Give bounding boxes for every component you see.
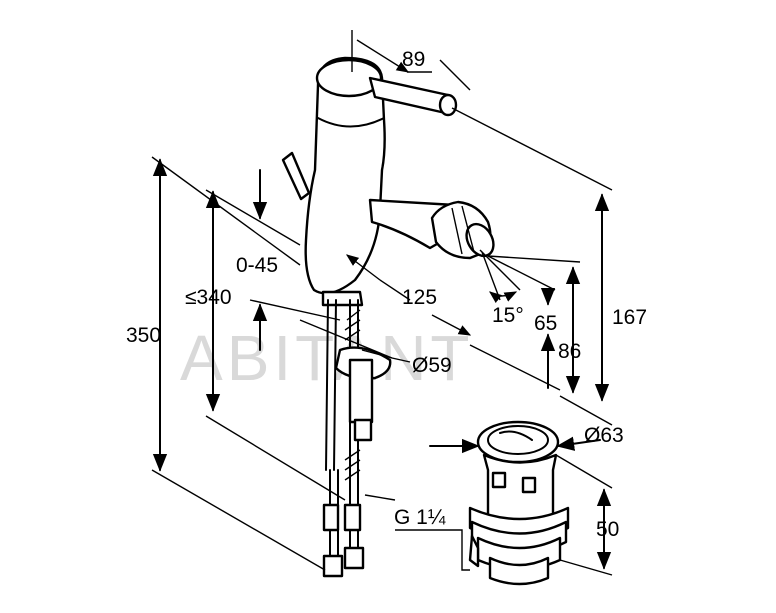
dim-g-thread: G 1¼: [394, 506, 446, 529]
dimension-labels: 89 0-45 ≤340 125 15° 65 167 350 86 Ø59 Ø…: [126, 48, 647, 541]
dim-350: 350: [126, 324, 161, 347]
mounting-stud: [353, 418, 373, 442]
faucet-body: [304, 56, 386, 295]
waste-body: [482, 453, 558, 524]
waste-slot-left: [491, 471, 507, 489]
hose-nut-right: [343, 546, 365, 570]
faucet-cap: [315, 58, 383, 98]
dim-diameter-63: Ø63: [584, 424, 624, 447]
dim-0-45: 0-45: [236, 254, 278, 277]
waste-flange: [476, 420, 560, 464]
dim-89: 89: [402, 48, 425, 71]
cap-ring: [317, 117, 385, 128]
waste-slot-right: [521, 476, 537, 494]
dim-65: 65: [534, 312, 557, 335]
popup-rod: [281, 151, 311, 201]
waste-nut: [468, 534, 480, 568]
waste-tail: [488, 556, 550, 586]
dim-diameter-59: Ø59: [412, 354, 452, 377]
dim-50: 50: [596, 518, 619, 541]
dim-340: ≤340: [185, 286, 232, 309]
dimension-lines: [151, 30, 613, 576]
dim-86: 86: [558, 340, 581, 363]
dim-125: 125: [402, 286, 437, 309]
popup-waste: [468, 420, 570, 586]
hose-fitting-left: [322, 503, 340, 532]
lever-tip: [438, 93, 458, 117]
dim-15-degrees: 15°: [492, 304, 524, 327]
hose-nut-left: [322, 554, 344, 578]
dim-167: 167: [612, 306, 647, 329]
bidet-mixer-faucet: [281, 56, 495, 578]
hose-fitting-right: [343, 503, 362, 532]
watermark: ABITANT: [180, 322, 474, 394]
shank-base: [321, 290, 364, 307]
mounting-nut: [348, 358, 374, 424]
